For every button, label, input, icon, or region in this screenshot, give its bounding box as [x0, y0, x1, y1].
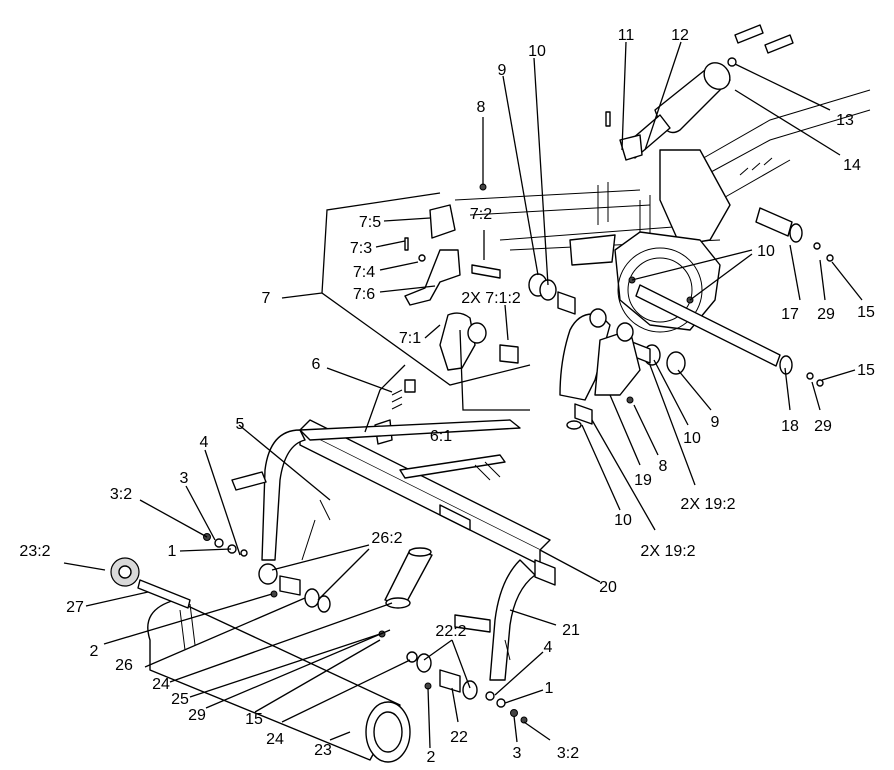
- callout-7-1: 7:1: [399, 330, 421, 347]
- callout-7: 7: [262, 290, 271, 307]
- callout-29-left: 29: [188, 707, 206, 724]
- callout-20: 20: [599, 579, 617, 596]
- callout-10-lower: 10: [614, 512, 632, 529]
- callout-29-right-bottom: 29: [814, 418, 832, 435]
- callout-labels: 11 12 13 14 10 9 8 7:5 7:2 7:3 7:4 7:6 7…: [19, 27, 875, 766]
- callout-26-2: 26:2: [371, 530, 402, 547]
- callout-24-left: 24: [152, 676, 170, 693]
- callout-2x-19-2-right: 2X 19:2: [680, 496, 735, 513]
- callout-25: 25: [171, 691, 189, 708]
- callout-24-right: 24: [266, 731, 284, 748]
- hardware-right-drawing: [406, 639, 528, 724]
- callout-15-right-top: 15: [857, 304, 875, 321]
- callout-11: 11: [618, 27, 635, 44]
- callout-7-1-2: 2X 7:1:2: [461, 290, 521, 307]
- callout-29-right-top: 29: [817, 306, 835, 323]
- callout-7-3: 7:3: [350, 240, 372, 257]
- callout-12: 12: [671, 27, 689, 44]
- callout-7-4: 7:4: [353, 264, 375, 281]
- callout-4-left: 4: [200, 434, 209, 451]
- callout-2-right: 2: [427, 749, 436, 766]
- lift-arm-drawing: [559, 308, 641, 401]
- callout-8-top: 8: [477, 99, 486, 116]
- callout-3-right: 3: [513, 745, 522, 762]
- callout-22-2: 22:2: [435, 623, 466, 640]
- callout-10-top: 10: [528, 43, 546, 60]
- callout-27: 27: [66, 599, 84, 616]
- roller-frame-drawing: [231, 419, 556, 681]
- callout-23-2: 23:2: [19, 543, 50, 560]
- callout-6: 6: [312, 356, 321, 373]
- callout-5: 5: [236, 416, 245, 433]
- callout-7-2: 7:2: [470, 206, 492, 223]
- callout-17: 17: [781, 306, 799, 323]
- callout-9-top: 9: [498, 62, 507, 79]
- callout-2x-19-2-lower: 2X 19:2: [640, 543, 695, 560]
- callout-10-mid: 10: [683, 430, 701, 447]
- callout-26: 26: [115, 657, 133, 674]
- callout-18: 18: [781, 418, 799, 435]
- callout-leader-lines: [63, 41, 863, 749]
- hardware-left-drawing: [203, 499, 386, 638]
- callout-19: 19: [634, 472, 652, 489]
- callout-8-mid: 8: [659, 458, 668, 475]
- callout-9-right: 9: [711, 414, 720, 431]
- latch-assembly-drawing: [404, 204, 519, 371]
- mounting-frame-drawing: [454, 89, 871, 333]
- callout-15-right-bottom: 15: [857, 362, 875, 379]
- hydraulic-cylinder-drawing: [605, 24, 794, 161]
- callout-7-5: 7:5: [359, 214, 381, 231]
- callout-3-left: 3: [180, 470, 189, 487]
- callout-6-1: 6:1: [430, 428, 452, 445]
- callout-21: 21: [562, 622, 580, 639]
- roller-drawing: [110, 547, 433, 763]
- callout-13: 13: [836, 112, 854, 129]
- callout-22: 22: [450, 729, 468, 746]
- callout-3-2-right: 3:2: [557, 745, 579, 762]
- callout-4-right: 4: [544, 639, 553, 656]
- bushings-washers-drawing: [479, 183, 686, 430]
- callout-10-right: 10: [757, 243, 775, 260]
- callout-3-2-left: 3:2: [110, 486, 132, 503]
- callout-7-6: 7:6: [353, 286, 375, 303]
- callout-1-right: 1: [545, 680, 554, 697]
- callout-23: 23: [314, 742, 332, 759]
- callout-15-left: 15: [245, 711, 263, 728]
- callout-2-left: 2: [90, 643, 99, 660]
- callout-1-left: 1: [168, 543, 177, 560]
- pivot-shafts-drawing: [635, 207, 834, 387]
- callout-14: 14: [843, 157, 861, 174]
